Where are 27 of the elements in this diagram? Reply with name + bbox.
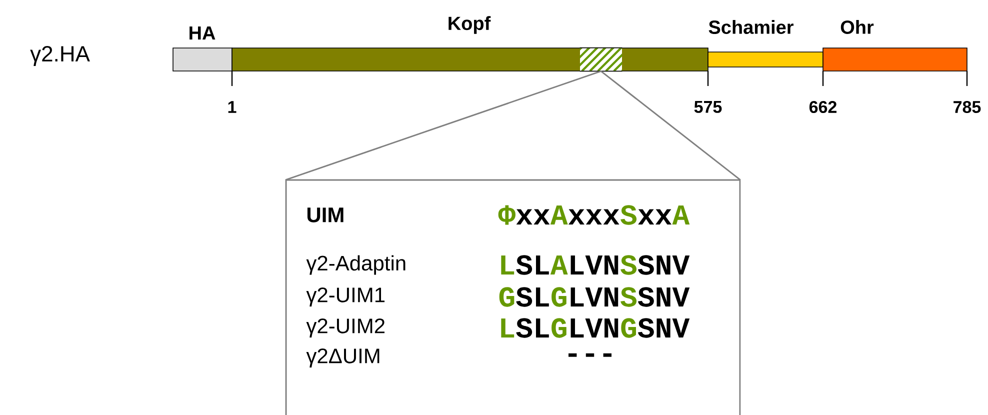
domain-segment: HA [172,26,232,72]
sequence-text: ΦxxAxxxSxxA [498,205,690,225]
domain-segment: Kopf [232,16,708,72]
node-label: Kopf [448,16,491,34]
position-number: 785 [954,100,981,114]
domain-segment: Ohr [822,20,968,72]
domain-segment: Schamier [708,20,824,68]
construct-label: γ2.HA [30,46,90,66]
inset-box [285,179,741,415]
construct-name: γ2-UIM2 [306,318,384,338]
sequence-text: LSLALVNSSNV [501,255,690,275]
construct-name: γ2ΔUIM [306,348,380,368]
hatched-region [579,47,623,72]
node-label: Schamier [708,20,794,34]
position-number: 1 [228,101,236,113]
sequence-text: GSLGLVNSSNV [499,287,690,307]
node-label: HA [190,26,216,40]
construct-name: γ2-Adaptin [306,255,406,275]
table-header: UIM [307,208,344,222]
position-number: 662 [809,100,836,114]
node-label: Ohr [840,20,874,34]
construct-name: γ2-UIM1 [306,287,385,306]
zoom-line [600,70,741,180]
sequence-text: --- [568,353,612,357]
sequence-text: LSLGLVNGSNV [501,318,690,338]
zoom-line [286,70,602,180]
position-number: 575 [694,101,722,113]
